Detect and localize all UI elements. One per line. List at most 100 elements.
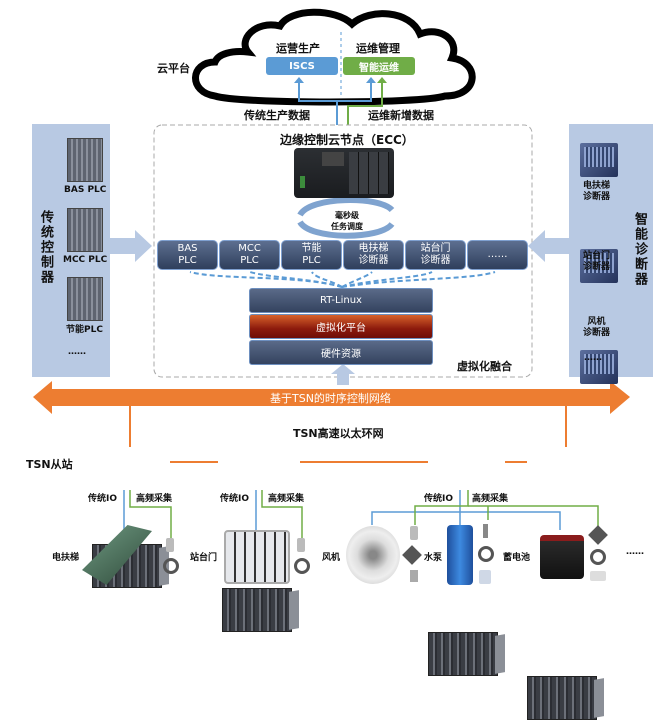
node-line2: PLC <box>240 255 259 266</box>
smart-diagnosers-title: 智能诊断器 <box>632 212 647 287</box>
cloud-platform-label: 云平台 <box>157 62 190 75</box>
item-line1: 风机 <box>587 317 606 327</box>
traditional-data-line <box>298 82 338 125</box>
right-panel-arrow <box>528 230 570 262</box>
node-line1: MCC <box>238 243 261 254</box>
plc-icon <box>67 138 103 182</box>
device-label-escalator: 电扶梯 <box>52 553 80 563</box>
sensor-icon <box>166 538 174 552</box>
battery-image <box>540 535 584 579</box>
connector-layer <box>33 8 630 540</box>
item-line1: 电扶梯 <box>583 181 611 191</box>
node-line2: 诊断器 <box>358 255 389 266</box>
io-label-3: 传统IO <box>424 494 453 504</box>
traditional-controllers-title: 传统控制器 <box>38 210 53 285</box>
node-line2: PLC <box>178 255 197 266</box>
current-clamp-icon <box>163 558 179 574</box>
scheduling-arrow-top <box>297 197 395 217</box>
right-item-escalator: 电扶梯诊断器 <box>583 181 610 203</box>
tsn-slave-label: TSN从站 <box>26 458 73 471</box>
device-label-fan: 风机 <box>322 553 341 563</box>
sensor-icon <box>590 571 606 581</box>
node-line2: 诊断器 <box>420 255 451 266</box>
plc-icon <box>67 208 103 252</box>
sensor-icon <box>410 526 418 540</box>
hf-label-1: 高频采集 <box>136 494 173 504</box>
pump-image <box>447 525 473 585</box>
arrow-up-ops-blue <box>366 77 376 83</box>
fan-image <box>346 526 400 584</box>
tsn-bus-label: 基于TSN的时序控制网络 <box>270 392 391 405</box>
ops-production-label: 运营生产 <box>276 42 320 55</box>
left-item-bas-plc: BAS PLC <box>64 185 107 195</box>
item-line1: 站台门 <box>583 251 611 261</box>
device-label-battery: 蓄电池 <box>503 553 531 563</box>
tsn-slave-station-4[interactable] <box>527 676 597 720</box>
dispatch-arrows <box>189 271 496 288</box>
node-line1: 电扶梯 <box>358 243 389 254</box>
ecc-node-escalator-diagnoser[interactable]: 电扶梯诊断器 <box>343 240 404 270</box>
sensor-icon <box>410 570 418 582</box>
smart-ops-app[interactable]: 智能运维 <box>343 57 415 75</box>
traditional-data-line-2 <box>337 82 372 102</box>
device-label-platform-door: 站台门 <box>190 553 218 563</box>
left-panel-arrow <box>110 230 152 262</box>
layer-hardware-resources[interactable]: 硬件资源 <box>249 340 433 365</box>
right-item-fan: 风机诊断器 <box>583 317 610 339</box>
node-line1: 节能 <box>301 243 322 254</box>
sensor-icon <box>297 538 305 552</box>
sensor-icon <box>483 524 488 538</box>
right-item-platform-door: 站台门诊断器 <box>583 251 610 273</box>
tsn-slave-station-2[interactable] <box>222 588 292 632</box>
io-label-2: 传统IO <box>220 494 249 504</box>
scheduling-label-line2: 任务调度 <box>331 222 363 231</box>
diagnoser-icon <box>580 143 618 177</box>
traditional-data-label: 传统生产数据 <box>244 109 310 122</box>
tsn-ring-label: TSN高速以太环网 <box>293 427 384 440</box>
node-line1: 站台门 <box>420 243 451 254</box>
ecc-node-more[interactable]: …… <box>467 240 528 270</box>
tsn-slave-station-3[interactable] <box>428 632 498 676</box>
layer-rt-linux[interactable]: RT-Linux <box>249 288 433 313</box>
ops-management-label: 运维管理 <box>356 42 400 55</box>
item-line2: 诊断器 <box>583 262 611 272</box>
ecc-node-platform-door-diagnoser[interactable]: 站台门诊断器 <box>405 240 466 270</box>
hf-label-3: 高频采集 <box>472 494 509 504</box>
left-item-energy-plc: 节能PLC <box>66 325 103 335</box>
current-clamp-icon <box>478 546 494 562</box>
virtualization-fusion-label: 虚拟化融合 <box>457 360 512 373</box>
tsn-bus-arrow <box>33 381 630 414</box>
bus-up-arrow <box>331 364 355 385</box>
platform-door-image <box>224 530 290 584</box>
layer-virtualization-platform[interactable]: 虚拟化平台 <box>249 314 433 339</box>
item-line2: 诊断器 <box>583 192 611 202</box>
diagnoser-icon <box>580 249 618 283</box>
node-line1: …… <box>487 249 508 260</box>
left-panel-more: …… <box>68 347 86 357</box>
new-data-label: 运维新增数据 <box>368 109 434 122</box>
device-label-pump: 水泵 <box>424 553 443 563</box>
arrow-up-iscs <box>294 77 304 83</box>
iscs-app[interactable]: ISCS <box>266 57 338 75</box>
right-panel-more: …… <box>584 353 602 363</box>
field-more: …… <box>626 547 644 557</box>
node-line2: PLC <box>302 255 321 266</box>
arrow-up-ops-green <box>377 77 387 83</box>
ecc-controller-image <box>294 148 394 198</box>
current-clamp-icon <box>294 558 310 574</box>
item-line2: 诊断器 <box>583 328 611 338</box>
scheduling-label: 毫秒级 任务调度 <box>331 210 363 232</box>
ecc-title: 边缘控制云节点（ECC） <box>280 133 414 147</box>
new-data-line <box>347 82 383 125</box>
flow-meter-icon <box>479 570 491 584</box>
node-line1: BAS <box>177 243 198 254</box>
left-item-mcc-plc: MCC PLC <box>63 255 108 265</box>
current-clamp-icon <box>590 549 606 565</box>
diagnoser-icon <box>580 350 618 384</box>
scheduling-arrow-bottom <box>297 220 395 239</box>
scheduling-label-line1: 毫秒级 <box>335 211 359 220</box>
hf-label-2: 高频采集 <box>268 494 305 504</box>
